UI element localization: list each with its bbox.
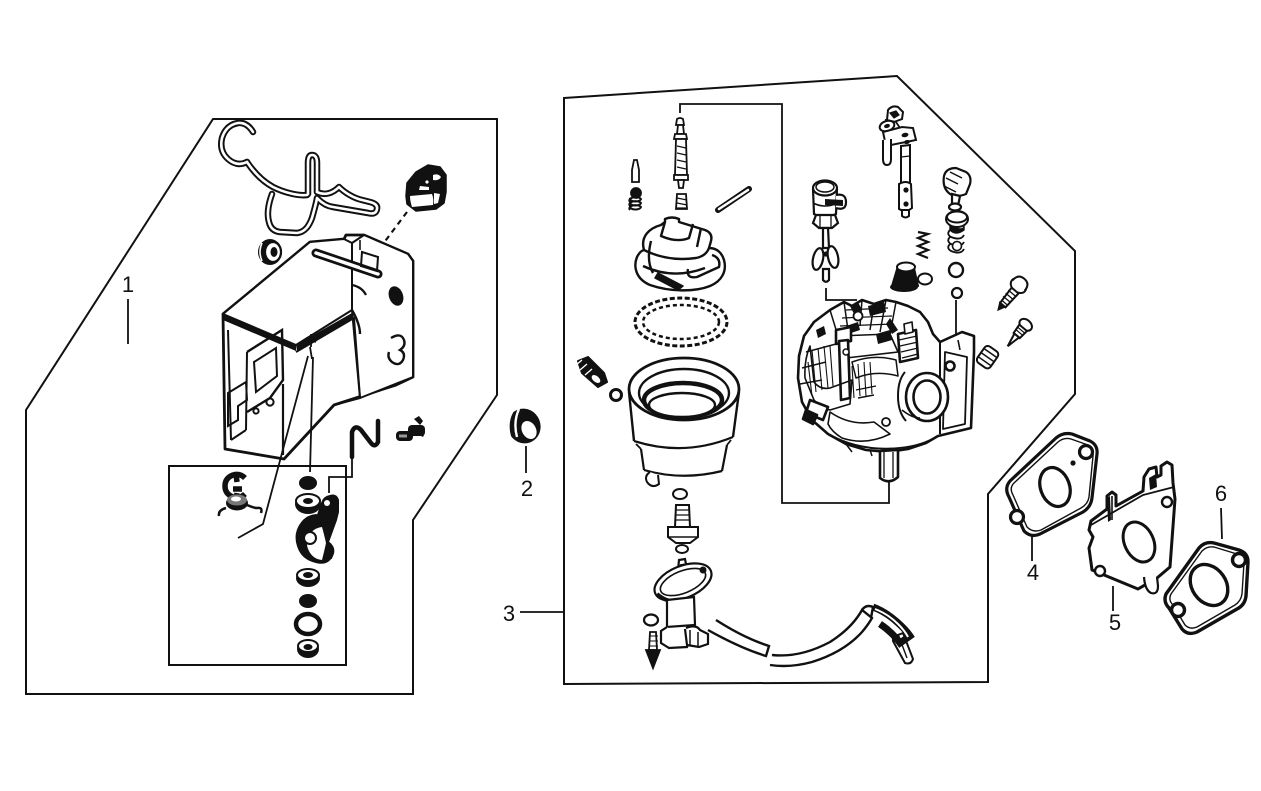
svg-text:3: 3	[503, 601, 515, 626]
svg-text:6: 6	[1215, 481, 1227, 506]
svg-text:4: 4	[1027, 560, 1039, 585]
svg-text:1: 1	[122, 272, 134, 297]
svg-text:2: 2	[521, 476, 533, 501]
svg-text:5: 5	[1109, 610, 1121, 635]
